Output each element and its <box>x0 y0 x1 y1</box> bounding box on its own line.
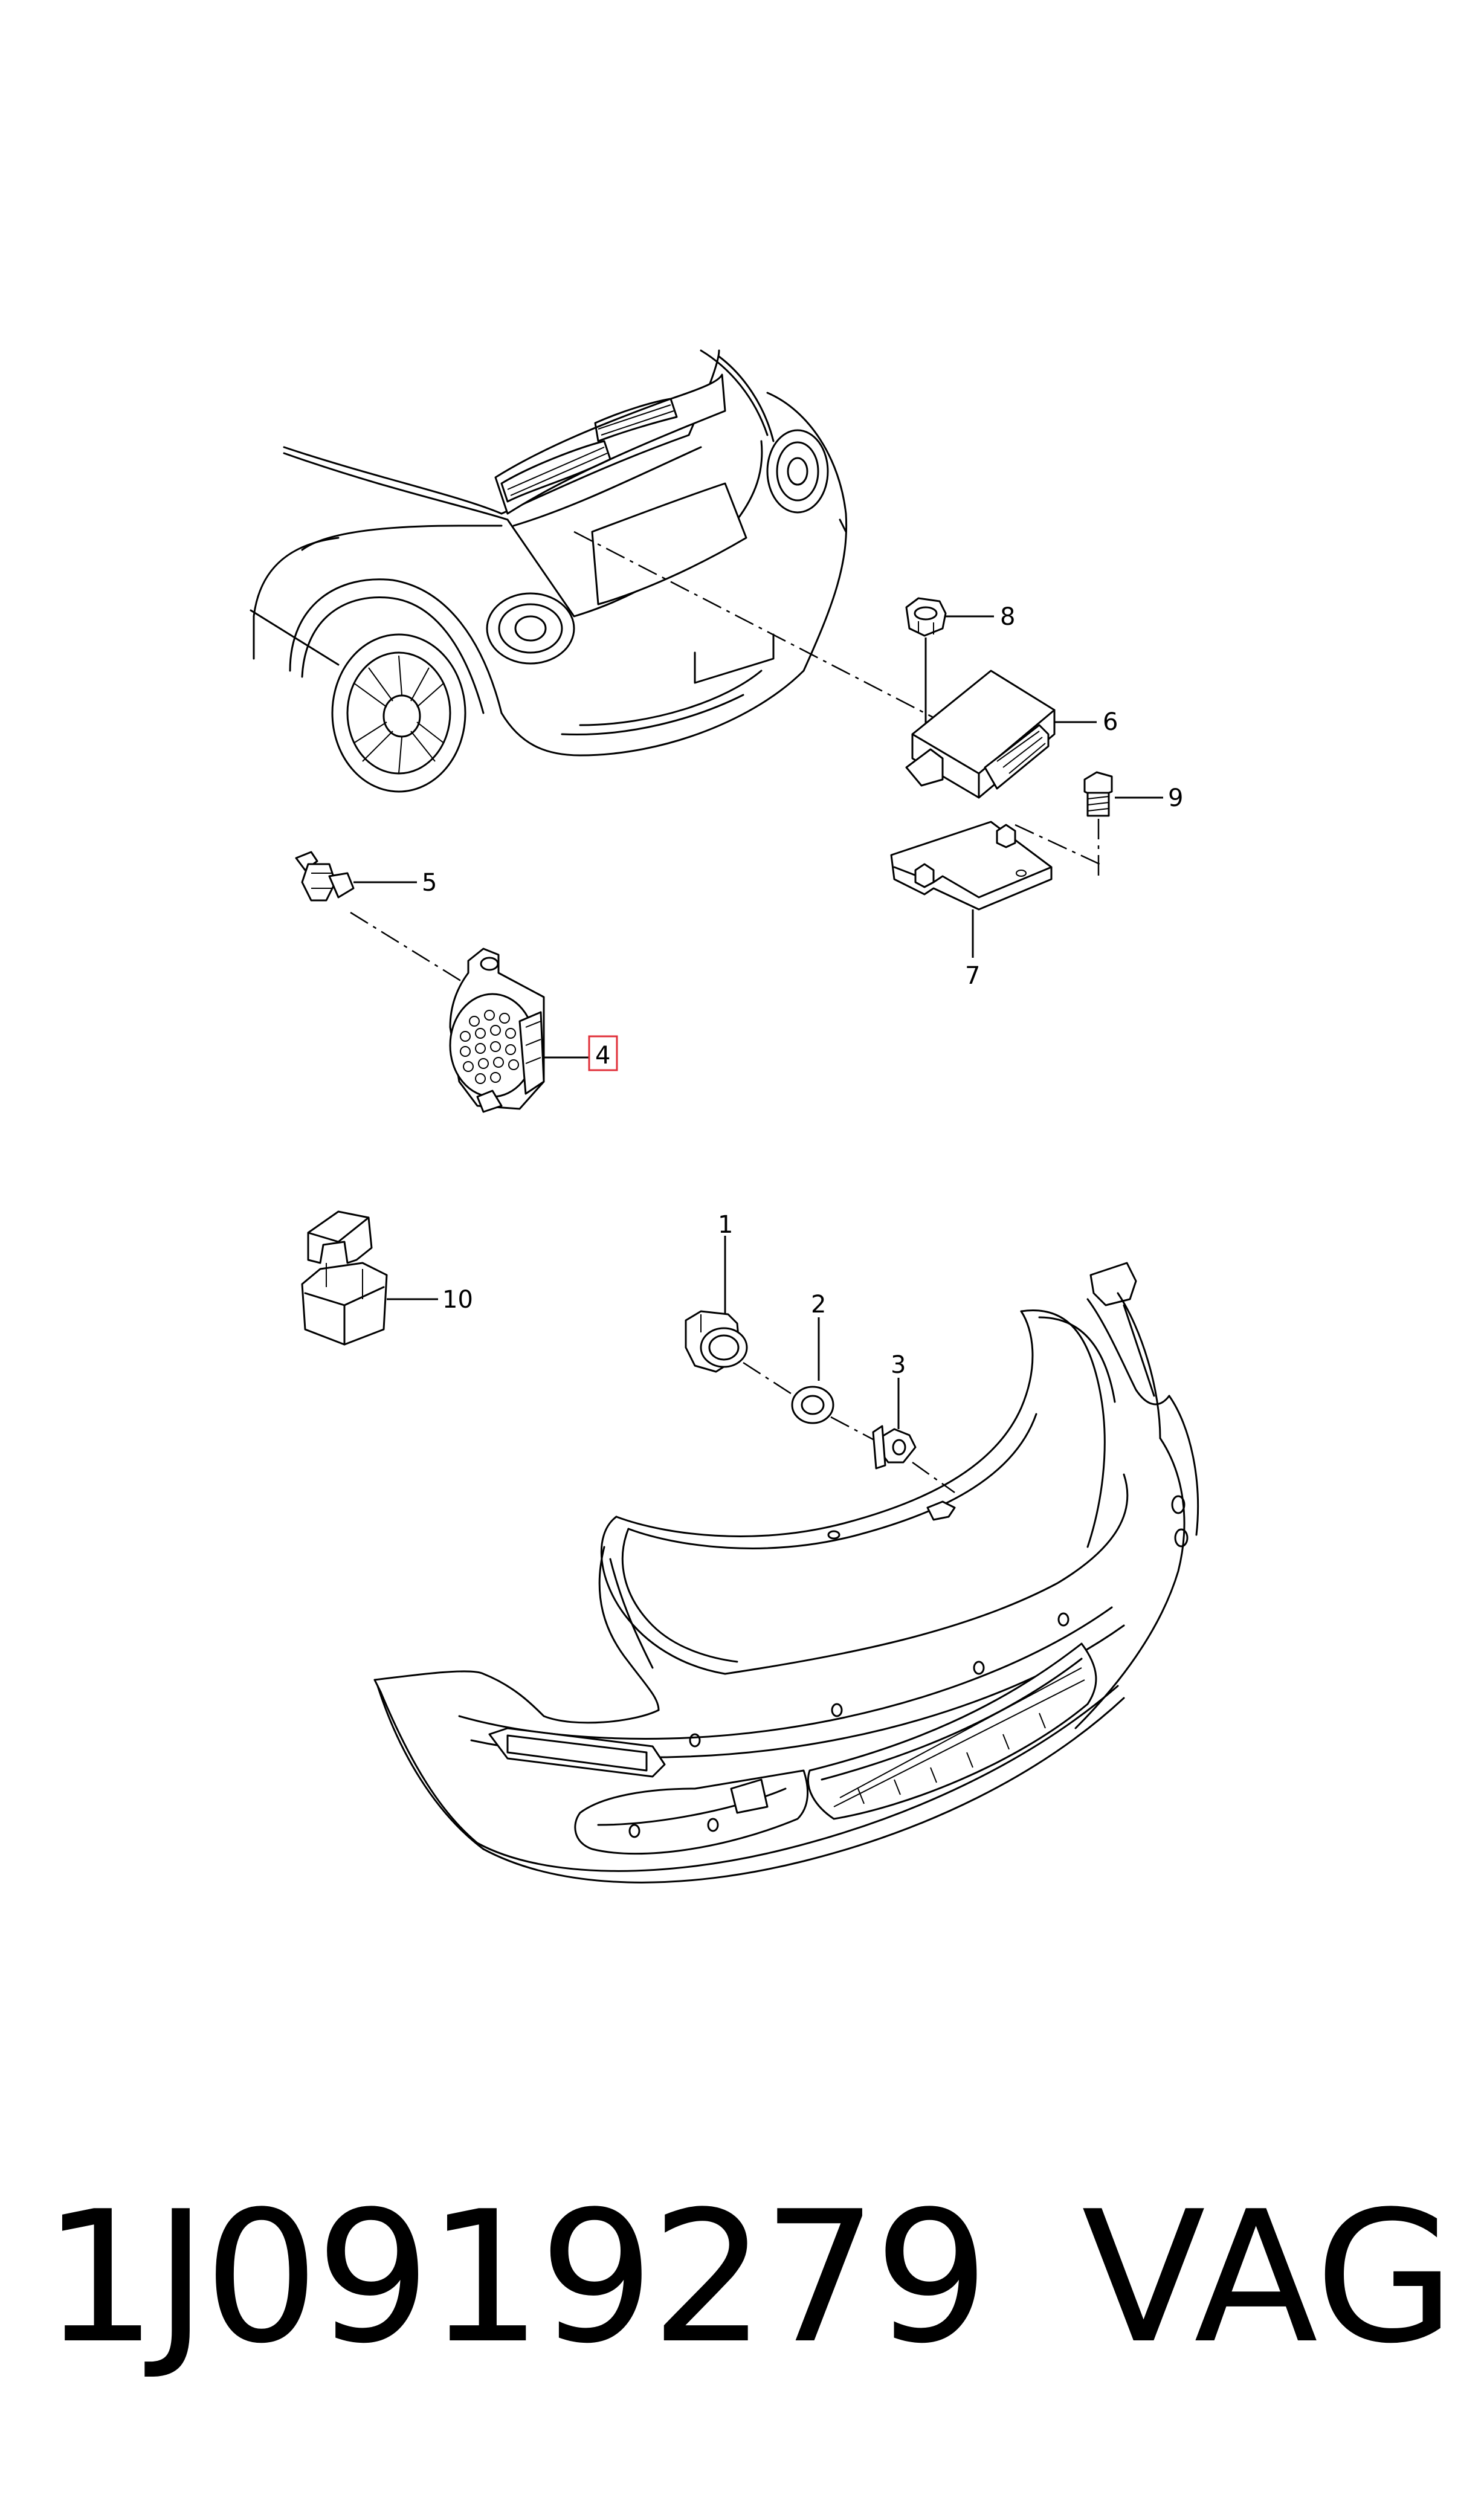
part-5-clip <box>295 851 417 902</box>
callout-7: 7 <box>965 962 980 990</box>
callout-4: 4 <box>595 1042 610 1070</box>
callout-5: 5 <box>422 869 437 897</box>
callout-4-highlight-box <box>588 1035 618 1071</box>
part-3-clip <box>872 1378 917 1470</box>
part-number: 1J0919279 <box>42 2172 989 2383</box>
reference-line <box>912 1461 955 1494</box>
reference-line <box>350 911 478 992</box>
reference-line <box>1015 824 1100 865</box>
part-4-buzzer <box>449 947 589 1113</box>
buzzer-grille <box>460 1010 519 1084</box>
callout-2: 2 <box>811 1291 826 1319</box>
reference-line <box>573 531 937 720</box>
callout-10: 10 <box>442 1286 473 1314</box>
part-9-bolt <box>1083 771 1163 817</box>
part-8-nut <box>905 597 994 637</box>
part-2-ring <box>791 1317 834 1424</box>
rear-bumper-illustration <box>373 1262 1199 1884</box>
part-10-holder <box>301 1210 438 1346</box>
callout-1: 1 <box>718 1211 733 1239</box>
part-6-control-unit <box>905 670 1097 799</box>
callout-4-highlighted: 4 <box>588 1035 618 1071</box>
part-1-sensor <box>685 1236 748 1373</box>
callout-8: 8 <box>1000 603 1015 631</box>
part-7-bracket <box>890 821 1053 958</box>
brand-name: VAG <box>1082 2172 1456 2383</box>
reference-line <box>743 1361 795 1397</box>
callout-6: 6 <box>1103 708 1118 736</box>
car-rear-illustration <box>250 349 848 793</box>
callout-9: 9 <box>1168 784 1183 812</box>
callout-3: 3 <box>891 1351 906 1379</box>
